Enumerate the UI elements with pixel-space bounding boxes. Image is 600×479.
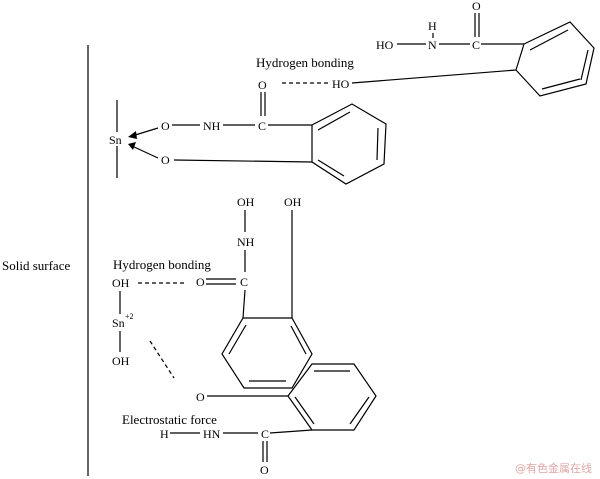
solid-surface-label: Solid surface	[2, 258, 70, 273]
chel-ring-inner-1	[317, 111, 351, 131]
hbond-top-label: Hydrogen bonding	[256, 55, 354, 70]
chel-benzene-ring	[311, 103, 387, 185]
atom-sn-center: Sn	[112, 316, 125, 330]
atom-sn-oh-top: OH	[112, 276, 130, 290]
chel-ring-inner-2	[376, 127, 379, 161]
atom-bot-o-dbl: O	[260, 463, 269, 477]
mid-ring-inner-3	[228, 324, 247, 355]
chel-arrow-o2	[131, 145, 159, 159]
atom-chel-sn: Sn	[109, 133, 122, 147]
top-benzene-ring	[515, 21, 595, 97]
atom-chel-c: C	[258, 119, 266, 133]
bot-ring-inner-2	[349, 396, 370, 425]
atom-mid-c: C	[240, 275, 248, 289]
atom-top-h: H	[428, 19, 437, 33]
atom-bot-h: H	[160, 427, 169, 441]
atom-top-ring-ho: HO	[332, 77, 350, 91]
top-ring-to-ho	[351, 69, 517, 84]
atom-mid-oh2: OH	[284, 195, 302, 209]
top-ring-inner-2	[541, 78, 581, 90]
atom-chel-o1: O	[161, 119, 170, 133]
atom-top-n: N	[428, 38, 437, 52]
atom-mid-o: O	[196, 275, 205, 289]
bot-benzene-ring	[287, 363, 377, 431]
chel-ring-inner-3	[317, 159, 345, 177]
atom-sn-oh-bottom: OH	[112, 354, 130, 368]
electrostatic-label: Electrostatic force	[122, 412, 217, 427]
mid-ring-inner-1	[290, 325, 307, 355]
atom-mid-oh1: OH	[237, 195, 255, 209]
atom-top-c: C	[472, 38, 480, 52]
atom-chel-nh: NH	[203, 119, 221, 133]
electrostatic-dash	[149, 340, 175, 379]
chel-arrow-head-1	[128, 131, 137, 139]
atom-top-ho: HO	[376, 38, 394, 52]
bond-bot-c-ring	[269, 429, 313, 434]
atom-chel-o-dbl: O	[258, 78, 267, 92]
watermark: @有色金属在线	[515, 461, 592, 475]
sn-charge: +2	[125, 312, 134, 321]
top-ring-inner-1	[529, 29, 569, 51]
bot-ring-inner-3	[294, 396, 315, 425]
atom-bot-hn: HN	[203, 427, 221, 441]
bond-mid-c-ring	[242, 289, 246, 319]
chel-arrow-head-2	[128, 142, 136, 150]
atom-chel-o2: O	[161, 153, 170, 167]
chel-ring-to-o2	[173, 159, 313, 163]
top-ring-inner-3	[580, 49, 589, 81]
atom-mid-nh: NH	[237, 235, 255, 249]
atom-bot-o: O	[196, 390, 205, 404]
hbond-mid-label: Hydrogen bonding	[113, 257, 211, 272]
mid-benzene-ring	[221, 317, 313, 389]
atom-top-o: O	[472, 0, 481, 13]
atom-bot-c: C	[261, 427, 269, 441]
